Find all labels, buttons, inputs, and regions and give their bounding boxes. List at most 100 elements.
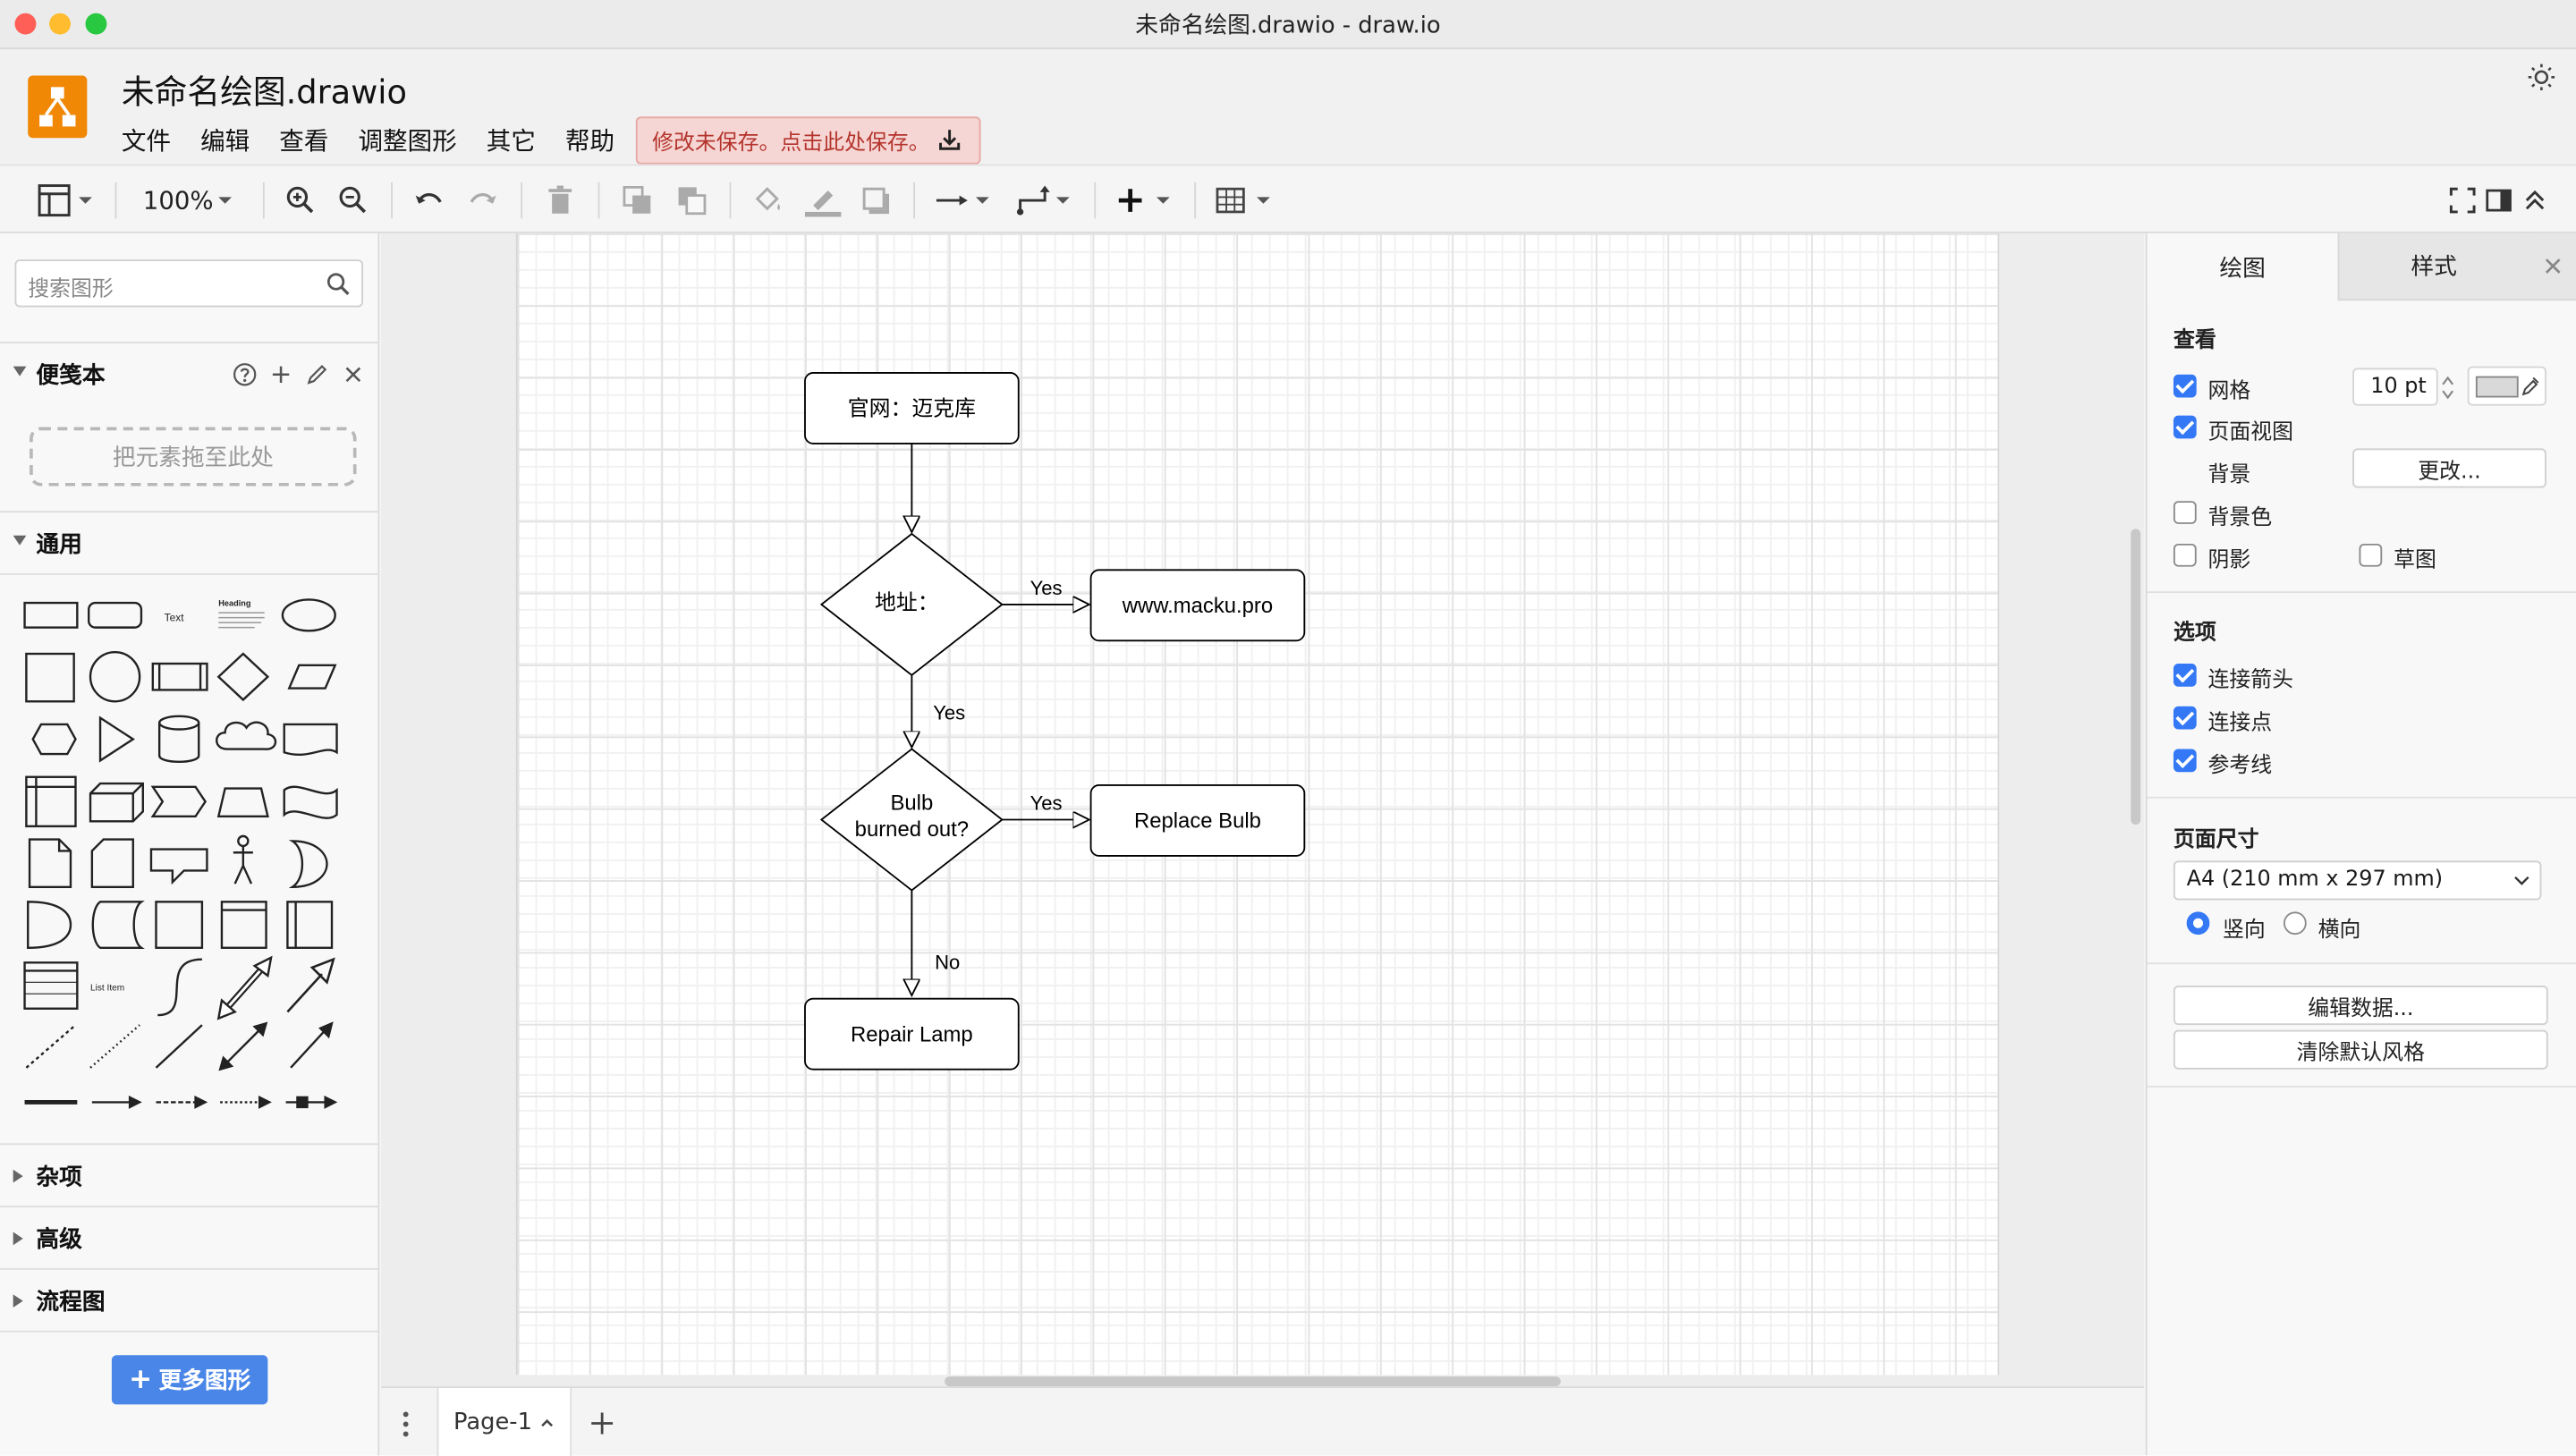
shape-connector-with-label[interactable] xyxy=(285,1095,338,1109)
close-format-panel-button[interactable] xyxy=(2528,233,2576,301)
guides-checkbox[interactable] xyxy=(2173,749,2197,773)
shape-circle[interactable] xyxy=(89,650,141,703)
theme-sun-icon[interactable] xyxy=(2527,63,2556,92)
general-section-header[interactable]: 通用 xyxy=(0,511,380,573)
advanced-section-header[interactable]: 高级 xyxy=(0,1206,380,1268)
clear-default-style-button[interactable]: 清除默认风格 xyxy=(2173,1029,2548,1070)
shape-dotted-link-arrow[interactable] xyxy=(220,1095,272,1109)
shape-square[interactable] xyxy=(25,652,75,703)
menu-edit[interactable]: 编辑 xyxy=(200,126,250,157)
fill-color-button[interactable] xyxy=(750,182,784,218)
node-start[interactable]: 官网：迈克库 xyxy=(804,372,1020,444)
undo-button[interactable] xyxy=(412,182,445,218)
shape-rounded-rectangle[interactable] xyxy=(87,601,143,629)
scratchpad-header[interactable]: 便笺本 xyxy=(0,342,380,404)
shape-swimlane[interactable] xyxy=(286,901,334,949)
shape-diamond[interactable] xyxy=(216,652,270,702)
edge-label-yes-2[interactable]: Yes xyxy=(933,701,965,724)
search-shapes-input[interactable]: 搜索图形 xyxy=(14,259,363,308)
zoom-window-button[interactable] xyxy=(85,13,107,35)
node-decision2[interactable]: Bulb burned out? xyxy=(819,748,1004,892)
to-back-button[interactable] xyxy=(675,182,708,218)
more-vertical-icon[interactable] xyxy=(397,1409,413,1439)
to-front-button[interactable] xyxy=(621,182,654,218)
grid-size-input[interactable]: 10 pt xyxy=(2352,368,2438,406)
shape-parallelogram[interactable] xyxy=(287,664,337,690)
zoom-dropdown[interactable]: 100% xyxy=(143,182,236,218)
shape-step[interactable] xyxy=(150,785,208,818)
search-icon[interactable] xyxy=(326,271,352,297)
shape-cube[interactable] xyxy=(89,782,144,823)
shape-link-arrow[interactable] xyxy=(91,1095,142,1109)
drawing-page[interactable]: 官网：迈克库 地址： www.macku.pro Bulb burned out… xyxy=(515,233,2000,1376)
menu-file[interactable]: 文件 xyxy=(121,126,172,157)
node-site[interactable]: www.macku.pro xyxy=(1089,569,1306,642)
connection-points-checkbox[interactable] xyxy=(2173,706,2197,730)
shape-or[interactable] xyxy=(288,840,328,889)
shape-cylinder[interactable] xyxy=(157,715,200,763)
document-title[interactable]: 未命名绘图.drawio xyxy=(121,72,407,112)
zoom-out-button[interactable] xyxy=(337,182,370,218)
shape-tape[interactable] xyxy=(283,785,338,819)
add-page-icon[interactable] xyxy=(589,1409,616,1437)
shape-dashed-link-arrow[interactable] xyxy=(156,1095,208,1109)
grid-checkbox[interactable] xyxy=(2173,374,2197,398)
shape-line[interactable] xyxy=(155,1024,203,1069)
shape-bidirectional-connector[interactable] xyxy=(218,1021,268,1071)
vertical-scrollbar[interactable] xyxy=(2131,529,2141,825)
change-background-button[interactable]: 更改... xyxy=(2352,448,2546,488)
line-color-button[interactable] xyxy=(803,182,843,218)
shape-rectangle[interactable] xyxy=(23,601,79,629)
delete-button[interactable] xyxy=(544,182,577,218)
edge-label-yes-3[interactable]: Yes xyxy=(1030,791,1063,814)
connection-style-dropdown[interactable] xyxy=(933,182,996,218)
shape-curve[interactable] xyxy=(157,958,202,1017)
edit-data-button[interactable]: 编辑数据... xyxy=(2173,986,2548,1026)
shape-delay[interactable] xyxy=(27,901,72,949)
page-tab-1[interactable]: Page-1 xyxy=(436,1388,572,1456)
edge-label-yes-1[interactable]: Yes xyxy=(1030,577,1063,599)
shape-data-storage[interactable] xyxy=(91,901,145,949)
edge-label-no[interactable]: No xyxy=(935,952,960,974)
portrait-radio[interactable] xyxy=(2186,911,2210,935)
minimize-window-button[interactable] xyxy=(49,13,71,35)
waypoint-style-dropdown[interactable] xyxy=(1013,182,1076,218)
close-window-button[interactable] xyxy=(14,13,37,35)
shape-text[interactable]: Text xyxy=(165,611,185,623)
shape-cloud[interactable] xyxy=(216,721,277,750)
landscape-radio[interactable] xyxy=(2284,911,2307,935)
shape-arrow[interactable] xyxy=(286,957,335,1013)
shape-trapezoid[interactable] xyxy=(216,787,269,818)
close-icon[interactable] xyxy=(340,361,366,387)
shape-document[interactable] xyxy=(283,723,338,757)
tab-style[interactable]: 样式 xyxy=(2337,233,2529,301)
add-icon[interactable] xyxy=(267,361,293,387)
zoom-in-button[interactable] xyxy=(284,182,318,218)
tab-diagram[interactable]: 绘图 xyxy=(2147,233,2338,301)
page-size-select[interactable]: A4 (210 mm x 297 mm) xyxy=(2173,860,2542,901)
shape-square-plain[interactable] xyxy=(155,901,204,949)
shape-callout[interactable] xyxy=(149,848,208,885)
collapse-header-button[interactable] xyxy=(2520,182,2549,218)
menu-extras[interactable]: 其它 xyxy=(486,126,536,157)
grid-color-button[interactable] xyxy=(2467,366,2546,406)
shape-note[interactable] xyxy=(28,838,72,889)
fullscreen-button[interactable] xyxy=(2448,182,2478,218)
shape-hexagon[interactable] xyxy=(31,723,77,756)
flowchart-section-header[interactable]: 流程图 xyxy=(0,1267,380,1331)
table-dropdown[interactable] xyxy=(1214,182,1276,218)
insert-dropdown[interactable] xyxy=(1114,182,1176,218)
general-shapes-palette[interactable]: Text Heading xyxy=(15,591,360,1133)
shape-textbox[interactable]: Heading xyxy=(218,599,265,629)
horizontal-scrollbar[interactable] xyxy=(945,1376,1561,1387)
node-replace[interactable]: Replace Bulb xyxy=(1089,784,1306,857)
shadow-button[interactable] xyxy=(860,182,893,218)
menu-help[interactable]: 帮助 xyxy=(564,126,615,157)
grid-size-stepper-icon[interactable] xyxy=(2439,371,2455,404)
shape-ellipse[interactable] xyxy=(281,598,336,632)
shape-dotted-line[interactable] xyxy=(89,1024,140,1069)
shape-actor[interactable] xyxy=(233,834,253,885)
shape-card[interactable] xyxy=(90,838,134,889)
shape-list-item[interactable]: List Item xyxy=(90,984,124,994)
shape-internal-storage[interactable] xyxy=(25,775,77,828)
